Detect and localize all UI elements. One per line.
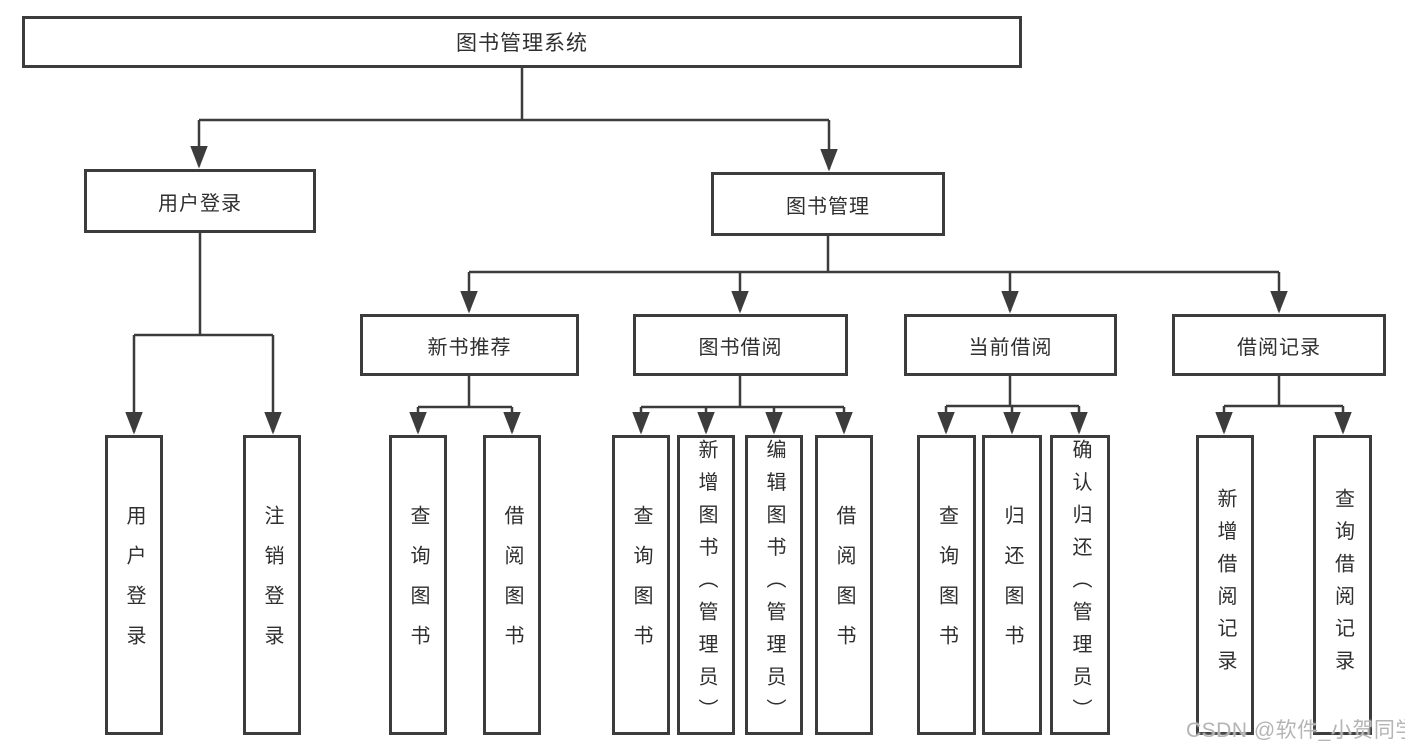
node-borrowing-records: 借阅记录 xyxy=(1172,314,1386,376)
node-label: 当前借阅 xyxy=(968,336,1053,359)
leaf-user-login: 用户登录 xyxy=(105,435,163,735)
leaf-borrow-books-borrowing: 借阅图书 xyxy=(815,435,873,735)
connector-book-borrow-branch xyxy=(632,376,853,435)
leaf-query-books-recommend: 查询图书 xyxy=(389,435,447,735)
csdn-watermark: CSDN @软件_小贺同学 xyxy=(1186,719,1405,742)
node-label: 借阅记录 xyxy=(1237,336,1321,359)
connector-root-to-level2 xyxy=(190,68,838,172)
node-library-management-system: 图书管理系统 xyxy=(22,16,1022,68)
node-label: 查询借阅记录 xyxy=(1331,487,1354,683)
node-current-borrowing: 当前借阅 xyxy=(904,314,1117,376)
node-label: 查询图书 xyxy=(407,505,429,665)
node-new-book-recommend: 新书推荐 xyxy=(360,314,579,376)
node-label: 用户登录 xyxy=(158,192,242,215)
connector-borrow-record-branch xyxy=(1215,376,1352,435)
node-label: 确认归还（管理员） xyxy=(1069,439,1091,731)
node-label: 归还图书 xyxy=(1001,505,1023,665)
node-user-login: 用户登录 xyxy=(84,169,316,233)
node-label: 用户登录 xyxy=(123,505,145,665)
leaf-logout-login: 注销登录 xyxy=(243,435,301,735)
node-book-borrowing: 图书借阅 xyxy=(633,314,848,376)
leaf-borrow-books-recommend: 借阅图书 xyxy=(483,435,541,735)
node-label: 图书借阅 xyxy=(698,336,783,359)
node-label: 注销登录 xyxy=(261,505,283,665)
node-label: 图书管理系统 xyxy=(456,32,588,55)
node-book-management: 图书管理 xyxy=(711,172,945,236)
node-label: 新增图书（管理员） xyxy=(695,439,717,731)
connector-new-book-branch xyxy=(409,376,521,435)
node-label: 查询图书 xyxy=(630,505,652,665)
node-label: 借阅图书 xyxy=(501,505,523,665)
node-label: 新增借阅记录 xyxy=(1214,487,1236,683)
leaf-query-books-current: 查询图书 xyxy=(917,435,976,735)
node-label: 借阅图书 xyxy=(833,505,855,665)
node-label: 图书管理 xyxy=(786,195,870,218)
leaf-query-borrow-record: 查询借阅记录 xyxy=(1313,435,1372,735)
leaf-confirm-return-admin: 确认归还（管理员） xyxy=(1050,435,1110,735)
leaf-return-books: 归还图书 xyxy=(982,435,1042,735)
leaf-query-books-borrowing: 查询图书 xyxy=(612,435,670,735)
leaf-edit-books-admin: 编辑图书（管理员） xyxy=(745,435,803,735)
node-label: 新书推荐 xyxy=(427,336,512,359)
connector-current-borrow-branch xyxy=(937,376,1088,435)
leaf-add-books-admin: 新增图书（管理员） xyxy=(677,435,735,735)
connector-user-login-branch xyxy=(125,233,282,435)
node-label: 查询图书 xyxy=(935,505,958,665)
connector-book-management-branch xyxy=(460,236,1288,314)
leaf-add-borrow-record: 新增借阅记录 xyxy=(1196,435,1254,735)
node-label: 编辑图书（管理员） xyxy=(763,439,785,731)
